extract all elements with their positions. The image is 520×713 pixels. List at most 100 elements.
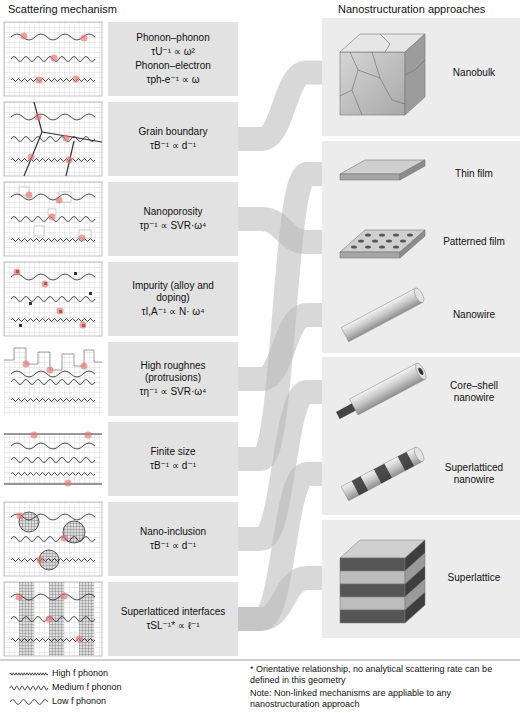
text-holder: Superlattice <box>430 572 518 584</box>
grain-boundary-panel <box>28 154 35 161</box>
patterned-film-icon <box>393 233 399 236</box>
finite-size-panel <box>31 432 38 439</box>
nano-inclusion-panel <box>4 502 102 576</box>
roughness-panel <box>4 342 102 416</box>
mechanism-box: Grain boundaryτB⁻¹ ∝ d⁻¹ <box>108 102 238 176</box>
text-holder: Nanowire <box>430 309 518 321</box>
nano-inclusion-panel <box>17 513 24 520</box>
superlattice-icon <box>340 540 425 623</box>
scattering-rate: τB⁻¹ ∝ d⁻¹ <box>150 460 196 472</box>
nanobulk-icon <box>380 34 390 52</box>
node-title: Patterned film <box>434 236 514 248</box>
node-title: Finite size <box>150 446 195 458</box>
impurity-panel <box>80 322 87 329</box>
grain-boundary-panel <box>28 114 73 164</box>
superlattice-panel <box>19 582 34 656</box>
roughness-panel <box>4 348 102 370</box>
superlattice-icon <box>340 610 405 623</box>
superlatticed-nanowire-icon <box>398 452 414 471</box>
grain-boundary-panel <box>24 102 42 176</box>
legend-text: High f phonon <box>52 668 108 678</box>
node-title: Superlattice <box>434 572 514 584</box>
superlattice-panel <box>61 593 68 600</box>
patterned-film-icon <box>351 233 413 248</box>
grain-boundary-panel <box>11 114 95 120</box>
nanobulk-icon <box>340 52 405 115</box>
nanobulk-icon <box>340 34 425 115</box>
patterned-film-icon <box>379 245 385 248</box>
patterned-film-icon <box>393 245 399 248</box>
separator-line <box>0 660 520 661</box>
superlattice-icon <box>340 597 405 610</box>
grain-boundary-panel <box>63 135 70 142</box>
core-shell-icon <box>414 362 429 381</box>
superlattice-panel <box>79 582 94 656</box>
scattering-rate: τSL⁻¹* ∝ ℓ⁻¹ <box>146 620 199 632</box>
phonon-phonon-panel <box>73 76 80 83</box>
mechanism-box: Nanoporosityτp⁻¹ ∝ SVR·ω⁴ <box>108 182 238 256</box>
nanoporosity-panel <box>11 194 95 200</box>
superlatticed-nanowire-icon <box>412 446 426 463</box>
patterned-film-icon <box>340 230 425 258</box>
finite-size-panel <box>4 422 102 496</box>
nanoporosity-panel <box>4 182 102 256</box>
approach-ground <box>322 357 520 515</box>
legend-sample <box>10 686 48 690</box>
phonon-phonon-panel <box>36 77 43 84</box>
superlatticed-nanowire-icon <box>374 464 392 484</box>
impurity-panel <box>11 319 95 322</box>
text-holder: Nanobulk <box>430 67 518 79</box>
scattering-rate: τU⁻¹ ∝ ω² <box>151 46 195 58</box>
thin-film-icon <box>400 160 425 180</box>
impurity-panel <box>29 302 32 305</box>
grain-boundary-panel <box>11 137 95 142</box>
approach-box: Nanobulk <box>330 25 518 120</box>
link-band <box>238 474 330 619</box>
impurity-panel <box>14 269 87 329</box>
mechanism-box: Superlatticed interfacesτSL⁻¹* ∝ ℓ⁻¹ <box>108 582 238 656</box>
approach-ground <box>322 18 520 136</box>
core-shell-icon <box>417 367 424 376</box>
finite-size-panel <box>11 458 95 463</box>
superlattice-panel <box>16 594 23 601</box>
impurity-panel <box>19 324 22 327</box>
superlatticed-nanowire-icon <box>341 447 423 501</box>
grain-boundary-panel <box>11 159 95 162</box>
roughness-panel <box>11 399 95 402</box>
nano-inclusion-panel <box>11 514 95 520</box>
approach-box: Thin film <box>330 148 518 200</box>
legend-item: Medium f phonon <box>52 682 122 693</box>
node-title: Grain boundary <box>139 126 208 138</box>
superlatticed-nanowire-icon <box>352 452 414 495</box>
approach-box: Superlatticed nanowire <box>330 438 518 510</box>
nanowire-icon <box>341 287 426 342</box>
nanoporosity-panel <box>26 192 86 242</box>
phonon-phonon-panel <box>51 55 58 62</box>
finite-size-panel <box>4 484 102 485</box>
nanobulk-icon <box>358 70 405 104</box>
patterned-film-icon <box>365 245 371 248</box>
footnote: Note: Non-linked mechanisms are appliabl… <box>250 688 516 710</box>
nanobulk-icon <box>340 34 425 115</box>
grain-boundary-panel <box>66 157 73 164</box>
thin-film-icon <box>340 174 400 180</box>
link-band <box>238 578 330 619</box>
superlattice-panel <box>16 593 83 643</box>
finite-size-panel <box>4 434 102 484</box>
nanoporosity-panel <box>56 197 63 204</box>
impurity-panel <box>14 269 21 276</box>
impurity-panel <box>74 272 77 275</box>
approach-box: Core–shell nanowire <box>330 360 518 424</box>
mechanism-box: Impurity (alloy and doping)τI,A⁻¹ ∝ N· ω… <box>108 262 238 336</box>
nanoporosity-panel <box>19 187 91 238</box>
mechanism-box: Finite size τB⁻¹ ∝ d⁻¹ <box>108 422 238 496</box>
nanoporosity-panel <box>49 214 56 221</box>
phonon-phonon-panel <box>11 79 95 82</box>
phonon-phonon-panel <box>4 22 102 96</box>
legend-sample <box>10 700 48 705</box>
node-title: Impurity (alloy and doping) <box>116 280 230 304</box>
nano-inclusion-panel <box>37 557 44 564</box>
superlattice-panel <box>11 617 95 622</box>
text-holder: Superlatticed nanowire <box>430 462 518 486</box>
